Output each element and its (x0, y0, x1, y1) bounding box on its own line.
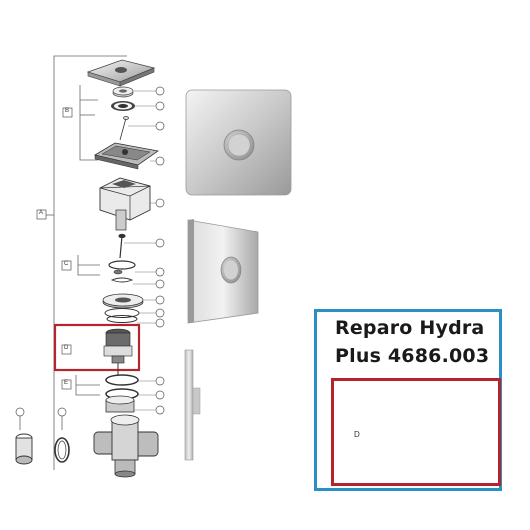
group-label-boxes (36, 107, 73, 390)
part-ring-left (54, 437, 70, 463)
part-nut (112, 86, 134, 98)
group-label-d: D (64, 345, 69, 351)
part-disc (102, 293, 144, 309)
part-cartridge (103, 328, 133, 375)
group-label-c: C (64, 261, 69, 267)
group-label-a: A (39, 210, 44, 216)
part-frame-plate (93, 142, 160, 170)
part-valve-body (93, 414, 159, 478)
cover-plate-front (185, 89, 292, 196)
part-washer (111, 101, 135, 111)
product-title-line1: Reparo Hydra (335, 317, 485, 339)
product-title-line2: Plus 4686.003 (335, 345, 490, 367)
part-o-rings (104, 308, 140, 323)
product-card: Reparo Hydra Plus 4686.003 (314, 309, 502, 491)
highlight-box-cartridge (53, 323, 141, 375)
part-lower-rings (105, 374, 139, 413)
detail-highlight-frame (331, 378, 501, 486)
part-cover-plate (86, 59, 156, 87)
cover-plate-side (184, 349, 201, 461)
group-label-b: B (65, 108, 70, 114)
part-rings-spring (108, 260, 136, 283)
cover-plate-angled (187, 219, 259, 324)
detail-label-d: D (354, 430, 360, 439)
part-screw-long (118, 233, 126, 259)
part-screw-small (119, 116, 129, 141)
callout-circles (15, 86, 165, 417)
group-label-e: E (64, 380, 69, 386)
callout-leaders (124, 90, 156, 411)
part-housing (99, 177, 151, 231)
part-sleeve-left (15, 433, 33, 465)
